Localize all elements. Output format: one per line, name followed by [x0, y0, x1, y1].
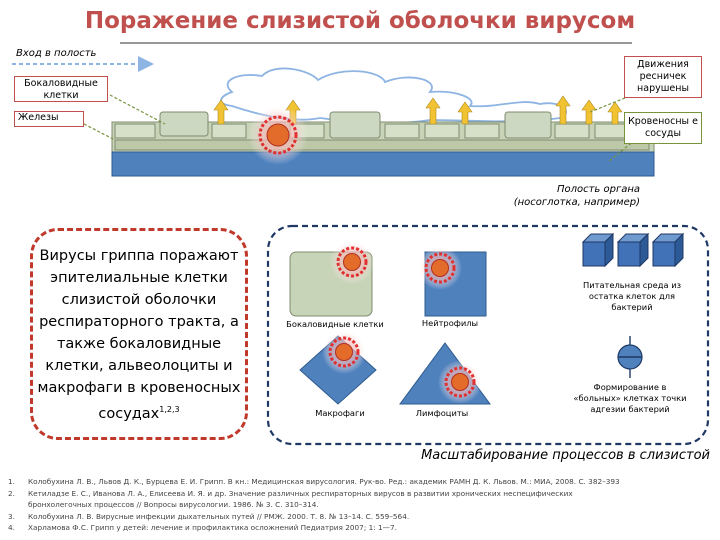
callout-body: Вирусы гриппа поражают эпителиальные кле… [37, 248, 241, 422]
neutrophil-virus-ring [424, 252, 456, 284]
neutrophil-virus-particle [431, 259, 449, 277]
callout-refs: 1,2,3 [159, 405, 180, 414]
reference-text: Колобухина Л. В. Вирусные инфекции дыхат… [28, 511, 410, 521]
leader-glands [83, 123, 116, 141]
zoom-panel-frame [266, 224, 710, 446]
cavity-label-line1: Полость органа [556, 184, 640, 195]
macrophage-virus-ring [328, 336, 360, 368]
vessels-label: Кровеносны е сосуды [624, 112, 702, 144]
reference-item: 3. Колобухина Л. В. Вирусные инфекции дых… [8, 511, 713, 523]
goblet-virus-particle [343, 253, 361, 271]
callout-text: Вирусы гриппа поражают эпителиальные кле… [33, 245, 245, 425]
goblet-virus-ring [336, 246, 368, 278]
adhesion-text: Формирование в «больных» клетках точки а… [573, 382, 687, 414]
references-list: 1. Колобухина Л. В., Львов Д. К., Бурцева… [8, 476, 713, 534]
nutrient-medium-text: Питательная среда из остатка клеток для … [582, 280, 681, 312]
cavity-label-line2: (носоглотка, например) [513, 197, 640, 208]
slide-title: Поражение слизистой оболочки вирусом [84, 8, 636, 34]
goblet-cells-caption: Бокаловидные клетки [286, 319, 384, 329]
leader-cilia [589, 97, 626, 113]
virus-particle [266, 123, 290, 147]
epithelial-cells [114, 111, 650, 151]
lymphocyte-virus-particle [451, 373, 469, 391]
adhesion-point-icon [617, 336, 643, 378]
neutrophils-caption: Нейтрофилы [421, 318, 479, 328]
reference-text: Колобухина Л. В., Львов Д. К., Бурцева Е… [28, 477, 620, 486]
goblet-cells-label: Бокаловидные клетки [14, 76, 108, 102]
reference-number: 4. [8, 523, 15, 532]
reference-text: Харламова Ф.С. Грипп у детей: лечение и … [28, 523, 397, 532]
macrophages-caption: Макрофаги [315, 408, 365, 418]
lymphocytes-caption: Лимфоциты [415, 408, 469, 418]
reference-item: бронхолегочных процессов // Вопросы виру… [8, 499, 713, 511]
reference-number: 1. [8, 477, 15, 486]
cavity-label: Полость органа (носоглотка, например) [480, 183, 640, 209]
lymphocyte-virus-ring [444, 366, 476, 398]
callout-box: Вирусы гриппа поражают эпителиальные кле… [30, 228, 248, 440]
reference-number: 2. [8, 488, 15, 498]
entry-label: Вход в полость [16, 48, 97, 59]
cilia-label: Движения ресничек нарушены [624, 56, 702, 98]
reference-item: 1. Колобухина Л. В., Львов Д. К., Бурцева… [8, 476, 713, 488]
reference-item: 4. Харламова Ф.С. Грипп у детей: лечение … [8, 522, 713, 534]
virus-ring [258, 115, 298, 155]
vessel-band [111, 151, 655, 177]
leader-goblet [109, 94, 166, 125]
reference-text: бронхолегочных процессов // Вопросы виру… [28, 500, 319, 509]
reference-number: 3. [8, 511, 15, 521]
zoom-caption: Масштабирование процессов в слизистой [421, 448, 710, 463]
reference-text: Кетиладзе Е. С., Иванова Л. А., Елисеева… [28, 488, 573, 498]
nutrient-cubes [581, 232, 685, 268]
macrophage-virus-particle [335, 343, 353, 361]
reference-number [8, 499, 28, 511]
mucus-cloud [220, 67, 567, 124]
reference-item: 2. Кетиладзе Е. С., Иванова Л. А., Елисее… [8, 488, 713, 500]
glands-label: Железы [14, 111, 84, 127]
